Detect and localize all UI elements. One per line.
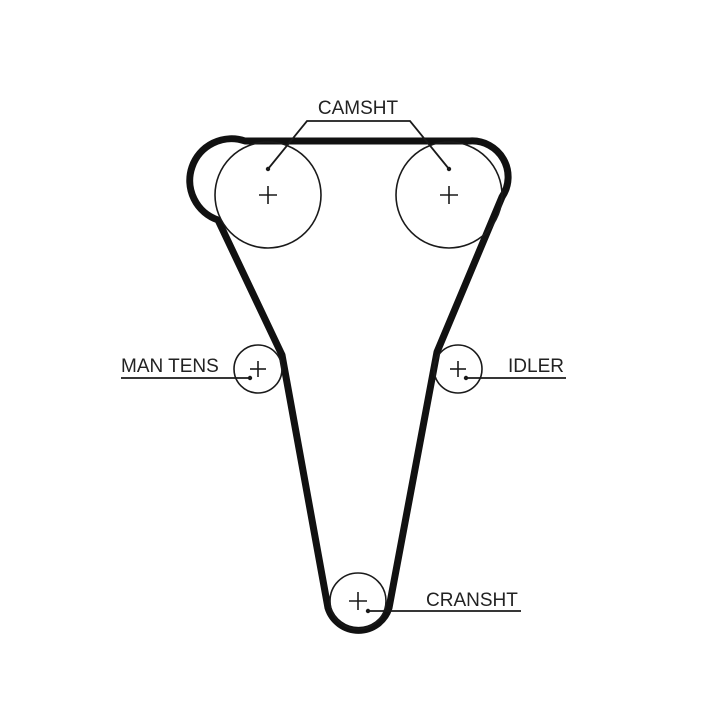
idler-pulley — [433, 344, 483, 394]
crankshaft-label: CRANSHT — [426, 590, 518, 611]
camshaft-pulley-right — [395, 141, 503, 249]
crankshaft-pulley — [329, 572, 387, 630]
idler-label: IDLER — [508, 356, 564, 377]
timing-belt — [186, 135, 512, 634]
idler-leader — [463, 375, 566, 381]
camshaft-pulley-left — [214, 141, 322, 249]
manual-tensioner-leader — [121, 375, 253, 381]
camshaft-label: CAMSHT — [318, 98, 399, 119]
camshaft-leader — [265, 120, 452, 172]
crankshaft-leader — [365, 608, 521, 614]
manual-tensioner-label: MAN TENS — [121, 356, 219, 377]
manual-tensioner-pulley — [233, 344, 283, 394]
